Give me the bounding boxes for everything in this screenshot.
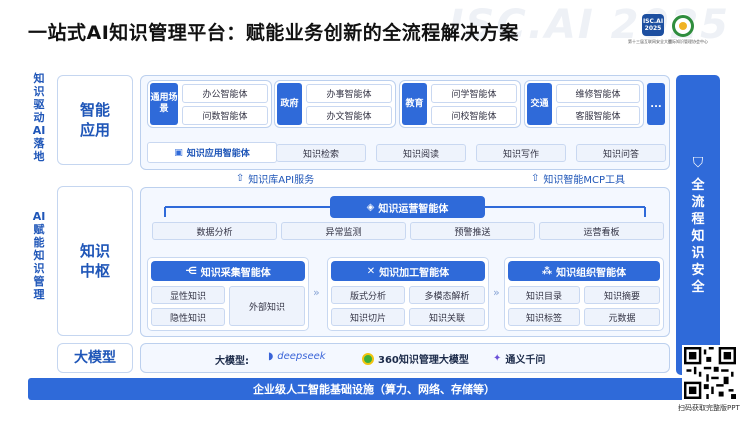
shield-icon: ⛉	[692, 154, 704, 171]
more-button[interactable]: ...	[647, 83, 665, 125]
page-title: 一站式AI知识管理平台：赋能业务创新的全流程解决方案	[28, 22, 519, 44]
left-label-bottom: AI赋能知识管理	[32, 210, 46, 301]
ops-agent-label: 知识运营智能体	[378, 203, 449, 215]
tools-icon: ✕	[366, 265, 376, 277]
model-360[interactable]: 360知识管理大模型	[362, 351, 469, 366]
model-row-label: 大模型:	[215, 356, 249, 367]
model-name: deepseek	[277, 351, 326, 362]
arrow-up-icon: ⇧	[530, 172, 540, 184]
layer-label-app: 智能应用	[57, 75, 133, 165]
process-agent[interactable]: ✕ 知识加工智能体	[331, 261, 485, 281]
flow-arrow-icon: »	[493, 286, 500, 299]
isc-logo: ISC.AI 2025	[642, 14, 664, 36]
organize-item[interactable]: 知识标签	[508, 308, 580, 326]
infra-bar: 企业级人工智能基础设施（算力、网络、存储等）	[28, 378, 720, 400]
ops-func[interactable]: 预警推送	[410, 222, 535, 240]
knowledge-app-func[interactable]: 知识写作	[476, 144, 566, 162]
api-service: ⇧ 知识库API服务	[210, 171, 340, 186]
whale-icon: ◗	[268, 351, 274, 362]
app-item[interactable]: 办公智能体	[182, 84, 268, 103]
app-item[interactable]: 客服智能体	[556, 106, 640, 125]
qr-caption: 扫码获取完整版PPT	[678, 404, 740, 412]
security-column: ⛉ 全流程知识安全	[676, 75, 720, 375]
book-icon: ▣	[174, 147, 183, 158]
organize-item[interactable]: 知识摘要	[584, 286, 660, 304]
app-item[interactable]: 办文智能体	[306, 106, 392, 125]
ops-agent[interactable]: ◈ 知识运营智能体	[330, 196, 485, 218]
process-item[interactable]: 知识切片	[331, 308, 405, 326]
organize-agent[interactable]: ⁂ 知识组织智能体	[508, 261, 660, 281]
collect-item[interactable]: 显性知识	[151, 286, 225, 304]
model-name: 通义千问	[505, 355, 546, 366]
flow-arrow-icon: »	[313, 286, 320, 299]
qr-code	[682, 345, 738, 401]
isc-logo-caption: 第十三届互联网安全大会	[628, 39, 672, 44]
app-item[interactable]: 办事智能体	[306, 84, 392, 103]
model-tongyi[interactable]: ✦ 通义千问	[493, 351, 545, 366]
model-panel	[140, 343, 670, 373]
app-category-traffic[interactable]: 交通	[527, 83, 552, 125]
app-item[interactable]: 问校智能体	[431, 106, 517, 125]
collect-agent-label: 知识采集智能体	[200, 267, 271, 279]
process-item[interactable]: 多模态解析	[409, 286, 485, 304]
left-label-top: 知识驱动AI落地	[32, 72, 46, 163]
org-icon: ⁂	[541, 265, 553, 277]
ops-func[interactable]: 异常监测	[281, 222, 406, 240]
collect-item[interactable]: 隐性知识	[151, 308, 225, 326]
share-icon: ⋲	[185, 265, 197, 277]
arrow-up-icon: ⇧	[235, 172, 245, 184]
knowledge-app-func[interactable]: 知识检索	[276, 144, 366, 162]
knowledge-app-agent-label: 知识应用智能体	[186, 149, 250, 159]
knowledge-app-agent[interactable]: ▣ 知识应用智能体	[147, 142, 277, 163]
layer-label-hub-text: 知识中枢	[79, 242, 110, 280]
layer-label-model: 大模型	[57, 343, 133, 373]
app-item[interactable]: 问数智能体	[182, 106, 268, 125]
app-category-gov[interactable]: 政府	[277, 83, 302, 125]
layer-label-hub: 知识中枢	[57, 186, 133, 336]
ops-func[interactable]: 数据分析	[152, 222, 277, 240]
partner-logo-caption: 国际知识管理协会中心	[668, 39, 708, 44]
partner-logo	[672, 15, 694, 37]
ops-func[interactable]: 运营看板	[539, 222, 664, 240]
logo-360-icon	[362, 352, 374, 365]
layer-label-app-text: 智能应用	[79, 101, 110, 139]
process-item[interactable]: 版式分析	[331, 286, 405, 304]
organize-item[interactable]: 元数据	[584, 308, 660, 326]
model-name: 360知识管理大模型	[378, 355, 469, 366]
security-label: 全流程知识安全	[691, 177, 705, 295]
organize-item[interactable]: 知识目录	[508, 286, 580, 304]
process-item[interactable]: 知识关联	[409, 308, 485, 326]
collect-agent[interactable]: ⋲ 知识采集智能体	[151, 261, 305, 281]
mcp-service: ⇧ 知识智能MCP工具	[508, 171, 648, 186]
app-category-general[interactable]: 通用场景	[150, 83, 178, 125]
knowledge-app-func[interactable]: 知识问答	[576, 144, 666, 162]
knowledge-app-func[interactable]: 知识阅读	[376, 144, 466, 162]
app-item[interactable]: 问学智能体	[431, 84, 517, 103]
mcp-service-label: 知识智能MCP工具	[543, 174, 626, 186]
model-deepseek[interactable]: ◗ deepseek	[268, 351, 326, 362]
tongyi-icon: ✦	[493, 353, 502, 364]
diamond-icon: ◈	[366, 201, 375, 213]
app-category-edu[interactable]: 教育	[402, 83, 427, 125]
app-item[interactable]: 维修智能体	[556, 84, 640, 103]
api-service-label: 知识库API服务	[248, 174, 315, 186]
process-agent-label: 知识加工智能体	[379, 267, 450, 279]
organize-agent-label: 知识组织智能体	[556, 267, 627, 279]
collect-item[interactable]: 外部知识	[229, 286, 305, 326]
